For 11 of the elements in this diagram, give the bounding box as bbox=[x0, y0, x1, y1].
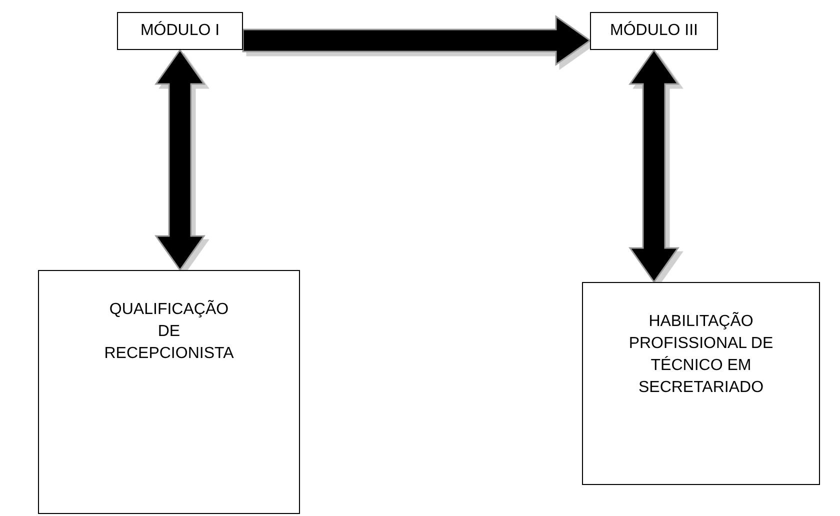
block-arrow bbox=[154, 48, 206, 272]
block-arrow bbox=[242, 15, 592, 66]
box-label: MÓDULO III bbox=[608, 20, 699, 41]
text-box bbox=[117, 12, 243, 50]
text-box bbox=[38, 270, 300, 514]
text-box bbox=[582, 282, 820, 485]
box-label: HABILITAÇÃO PROFISSIONAL DE TÉCNICO EM SECRETARIADO bbox=[628, 311, 774, 398]
box-label: QUALIFICAÇÃO DE RECEPCIONISTA bbox=[103, 299, 235, 364]
block-arrow bbox=[628, 48, 680, 284]
box-label: MÓDULO I bbox=[139, 20, 221, 41]
text-box bbox=[590, 12, 718, 50]
